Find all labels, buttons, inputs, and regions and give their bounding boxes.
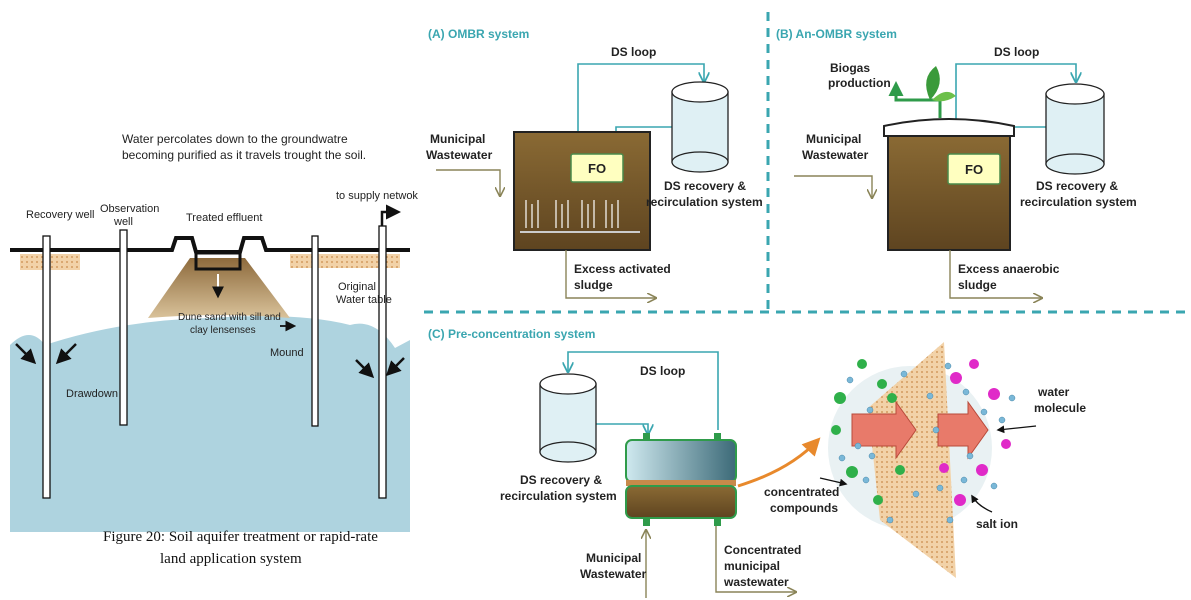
panel-b-anombr: (B) An-OMBR system DS loop Biogas produc… (776, 27, 1137, 298)
label-dune-sand-2: clay lensenses (190, 325, 256, 336)
panel-a-aerators (520, 200, 640, 233)
observation-well (119, 229, 128, 426)
panel-c-ds-loop-label: DS loop (640, 364, 685, 378)
panel-c-conc-municipal-2: municipal (724, 559, 780, 573)
salt-ion-particles (939, 359, 1011, 506)
panel-b-biogas-1: Biogas (830, 61, 870, 75)
panel-c-title: (C) Pre-concentration system (428, 327, 595, 341)
panel-b-sludge-out (949, 250, 1042, 298)
label-original-2: Water table (336, 294, 392, 306)
panel-b-title: (B) An-OMBR system (776, 27, 897, 41)
panel-b-recovery-label-2: recirculation system (1020, 195, 1137, 209)
water-molecule-pointer (996, 425, 1037, 434)
concentrated-compound-particles (831, 359, 905, 505)
panel-b-biogas-2: production (828, 76, 891, 90)
panel-b-excess-2: sludge (958, 278, 997, 292)
soil-aquifer-figure: Water percolates down to the groundwatre… (10, 132, 418, 567)
leaf-icon (926, 66, 956, 102)
panel-c-concentrated-1: concentrated (764, 485, 839, 499)
label-dune-sand-1: Dune sand with sill and (178, 312, 281, 323)
panel-c-water-2: molecule (1034, 401, 1086, 415)
panel-b-recovery-label-1: DS recovery & (1036, 179, 1118, 193)
panel-c-water-1: water (1037, 385, 1070, 399)
panel-c-salt-ion: salt ion (976, 517, 1018, 531)
water-molecule-particles (838, 362, 1016, 524)
panel-c-ds-loop (568, 351, 719, 430)
membrane-zoom-view (819, 342, 1037, 578)
panel-b-inflow (794, 175, 872, 198)
compound-pointer (819, 477, 848, 487)
panel-c-ds-tank (539, 373, 597, 463)
panel-a-fo-module (570, 153, 624, 183)
groundwater-body (10, 316, 410, 532)
panel-c-municipal-2: Wastewater (580, 567, 647, 581)
panel-a-recovery-label-1: DS recovery & (664, 179, 746, 193)
label-to-supply: to supply netwok (336, 190, 418, 202)
panel-a-ds-tank (671, 81, 729, 173)
panel-b-biogas-arrow (888, 81, 942, 118)
panel-dividers (424, 12, 1191, 314)
panel-c-zoom-arrow (737, 437, 821, 488)
panel-a-excess-1: Excess activated (574, 262, 671, 276)
panel-c-recovery-label-2: recirculation system (500, 489, 617, 503)
panel-a-ombr: (A) OMBR system DS loop FO DS recovery &… (426, 27, 763, 298)
panel-b-excess-1: Excess anaerobic (958, 262, 1060, 276)
panel-c-conc-municipal-1: Concentrated (724, 543, 801, 557)
panel-b-ds-loop (955, 63, 1076, 150)
panel-b-municipal-1: Municipal (806, 132, 861, 146)
label-original-1: Original (338, 281, 376, 293)
label-treated-effluent: Treated effluent (186, 212, 262, 224)
figure-caption-line-1: Figure 20: Soil aquifer treatment or rap… (103, 529, 378, 545)
panel-a-municipal-1: Municipal (430, 132, 485, 146)
panel-a-recovery-label-2: recirculation system (646, 195, 763, 209)
panel-a-ds-loop (577, 63, 704, 150)
intro-line-1: Water percolates down to the groundwatre (122, 132, 348, 146)
label-recovery-well: Recovery well (26, 209, 94, 221)
panel-b-reactor-lid (883, 118, 1015, 137)
recovery-well (42, 235, 51, 499)
label-mound: Mound (270, 347, 304, 359)
supply-arrow (380, 204, 401, 226)
panel-a-bioreactor (513, 131, 651, 251)
panel-c-preconcentration: (C) Pre-concentration system DS loop DS … (428, 327, 1086, 598)
water-flux-arrow-right (937, 400, 989, 460)
panel-c-conc-municipal-3: wastewater (723, 575, 789, 589)
ground-surface-line (10, 236, 410, 254)
panel-a-inflow (436, 169, 500, 196)
panel-b-fo-label: FO (965, 162, 983, 177)
panel-a-ds-loop-label: DS loop (611, 45, 656, 59)
panel-a-municipal-2: Wastewater (426, 148, 493, 162)
supply-well (378, 225, 387, 499)
salt-ion-pointer (971, 494, 993, 513)
panel-b-ds-tank (1045, 83, 1105, 175)
panel-c-municipal-1: Municipal (586, 551, 641, 565)
panel-c-fo-module (625, 433, 737, 526)
label-observation-well-2: well (113, 216, 133, 228)
panel-c-concentrated-2: compounds (770, 501, 838, 515)
infiltration-basin (194, 251, 242, 271)
panel-c-recovery-label-1: DS recovery & (520, 473, 602, 487)
panel-b-municipal-2: Wastewater (802, 148, 869, 162)
panel-b-fo-module (947, 153, 1001, 185)
panel-a-excess-2: sludge (574, 278, 613, 292)
panel-b-reactor (887, 135, 1011, 251)
intro-line-2: becoming purified as it travels trought … (122, 148, 366, 162)
panel-a-title: (A) OMBR system (428, 27, 529, 41)
label-observation-well-1: Observation (100, 203, 159, 215)
figure-caption-line-2: land application system (160, 551, 302, 567)
drawdown-arrows (15, 320, 405, 379)
monitoring-well (311, 235, 319, 427)
panel-c-outflow (715, 526, 796, 592)
panel-a-sludge-out (565, 250, 656, 298)
label-drawdown: Drawdown (66, 388, 118, 400)
panel-a-fo-label: FO (588, 161, 606, 176)
panel-b-ds-loop-label: DS loop (994, 45, 1039, 59)
